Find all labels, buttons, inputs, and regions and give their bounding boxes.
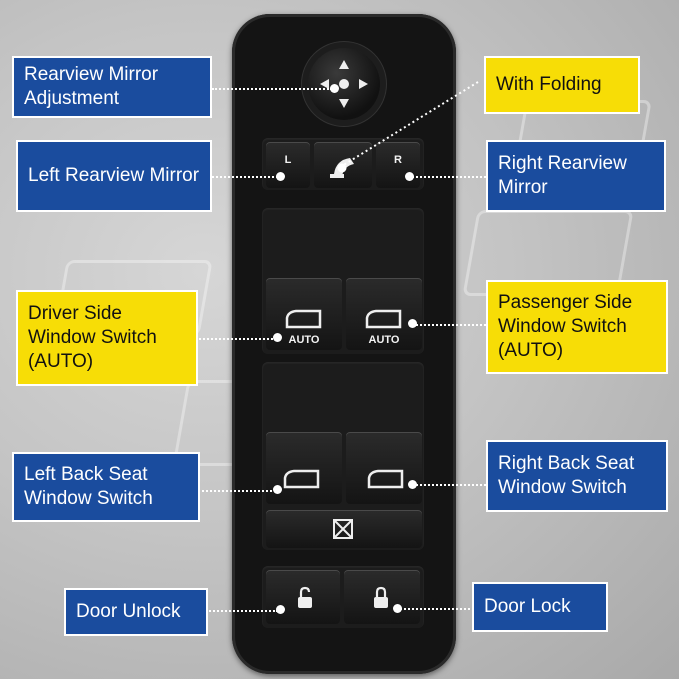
- label-driver-side-window-switch: Driver Side Window Switch (AUTO): [16, 290, 198, 386]
- right-mirror-button[interactable]: R: [376, 142, 420, 188]
- leader-dot: [273, 333, 282, 342]
- driver-auto-text: AUTO: [288, 334, 320, 346]
- label-door-lock: Door Lock: [472, 582, 608, 632]
- window-lock-icon: [333, 519, 353, 539]
- mirror-fold-button[interactable]: [314, 142, 372, 188]
- passenger-window-switch[interactable]: AUTO: [346, 278, 422, 350]
- label-left-back-seat-window-switch: Left Back Seat Window Switch: [12, 452, 200, 522]
- left-mirror-button[interactable]: L: [266, 142, 310, 188]
- leader-dot: [276, 605, 285, 614]
- passenger-auto-text: AUTO: [368, 334, 400, 346]
- leader-dot: [405, 172, 414, 181]
- window-icon: [365, 309, 402, 329]
- leader-line: [206, 610, 278, 612]
- leader-line: [212, 88, 332, 90]
- left-mirror-letter: L: [284, 154, 292, 166]
- leader-line: [196, 338, 276, 340]
- window-icon: [367, 469, 404, 489]
- door-unlock-button[interactable]: [266, 570, 340, 624]
- leader-dot: [408, 319, 417, 328]
- mirror-adjust-dial[interactable]: [308, 48, 380, 120]
- direction-arrows-icon: [320, 60, 368, 108]
- leader-dot: [408, 480, 417, 489]
- leader-line: [400, 608, 474, 610]
- label-right-back-seat-window-switch: Right Back Seat Window Switch: [486, 440, 668, 512]
- leader-line: [416, 484, 486, 486]
- door-lock-button[interactable]: [344, 570, 420, 624]
- window-icon: [285, 309, 322, 329]
- right-mirror-letter: R: [394, 154, 402, 166]
- leader-line: [212, 176, 278, 178]
- label-rearview-mirror-adjustment: Rearview Mirror Adjustment: [12, 56, 212, 118]
- leader-dot: [393, 604, 402, 613]
- window-icon: [283, 469, 320, 489]
- window-lock-button[interactable]: [266, 510, 422, 548]
- leader-line: [412, 176, 486, 178]
- leader-dot: [276, 172, 285, 181]
- leader-dot: [273, 485, 282, 494]
- unlock-icon: [298, 586, 312, 608]
- leader-line: [198, 490, 276, 492]
- lock-icon: [374, 586, 388, 608]
- right-rear-window-switch[interactable]: [346, 432, 422, 504]
- label-passenger-side-window-switch: Passenger Side Window Switch (AUTO): [486, 280, 668, 374]
- label-with-folding: With Folding: [484, 56, 640, 114]
- label-right-rearview-mirror: Right Rearview Mirror: [486, 140, 666, 212]
- label-door-unlock: Door Unlock: [64, 588, 208, 636]
- leader-line: [416, 324, 486, 326]
- leader-dot: [330, 84, 339, 93]
- leader-line-diagonal: [337, 81, 479, 173]
- label-left-rearview-mirror: Left Rearview Mirror: [16, 140, 212, 212]
